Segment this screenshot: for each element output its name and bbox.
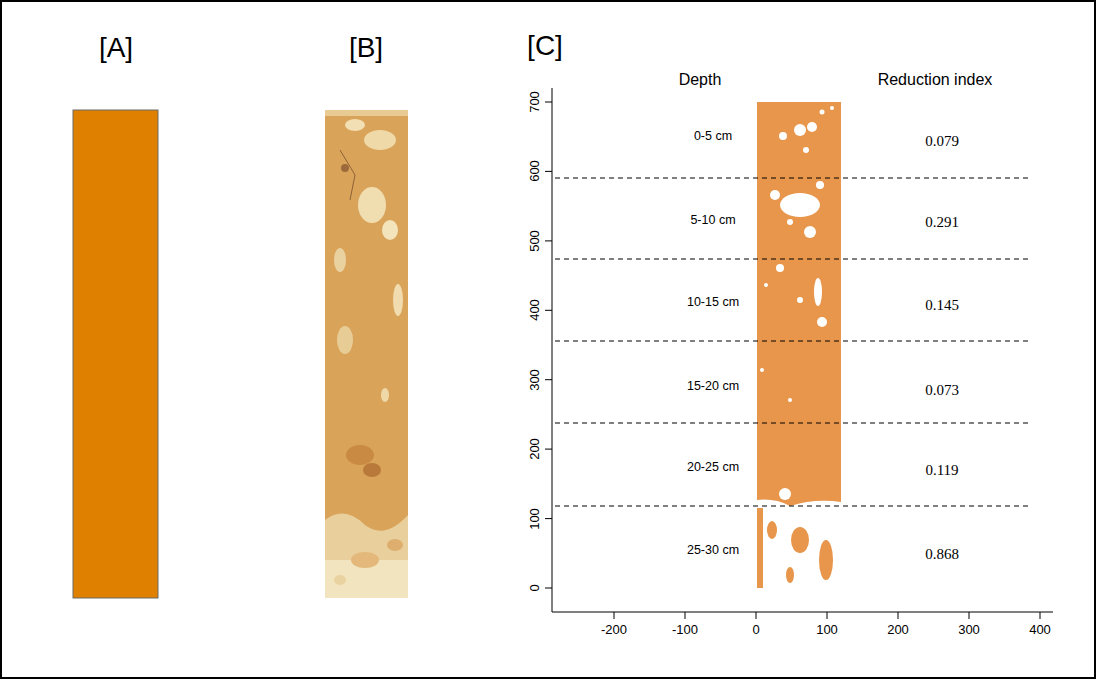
index-value: 0.868: [925, 546, 959, 563]
axis-tick: 200: [887, 623, 909, 637]
index-value: 0.079: [925, 133, 959, 150]
axis-tick: 300: [528, 369, 542, 391]
axis-tick: 400: [1029, 623, 1051, 637]
index-value: 0.291: [925, 214, 959, 231]
depth-divider: [555, 178, 1030, 506]
axis-tick: 100: [528, 508, 542, 530]
depth-label: 0-5 cm: [694, 130, 732, 144]
index-value: 0.073: [925, 382, 959, 399]
axis-tick: 300: [958, 623, 980, 637]
panel-letter: [C]: [527, 31, 563, 62]
column-header: Depth: [679, 71, 722, 89]
axis-tick: 600: [528, 161, 542, 183]
depth-label: 10-15 cm: [687, 296, 739, 310]
colour-bar: [73, 110, 158, 598]
axis-tick: 500: [528, 230, 542, 252]
depth-label: 25-30 cm: [687, 544, 739, 558]
axis-tick: 400: [528, 299, 542, 321]
depth-label: 15-20 cm: [687, 380, 739, 394]
reduction-plot: [545, 88, 1053, 619]
axis-tick: 0: [528, 584, 542, 591]
depth-label: 5-10 cm: [690, 214, 735, 228]
soil-photo: [325, 110, 408, 598]
axis-tick: 700: [528, 91, 542, 113]
index-value: 0.119: [925, 462, 958, 479]
axis-tick: 100: [816, 623, 838, 637]
axis-tick: -200: [601, 623, 627, 637]
axis-tick: 200: [528, 438, 542, 460]
depth-label: 20-25 cm: [687, 461, 739, 475]
axis-tick: -100: [672, 623, 698, 637]
axes: [545, 88, 1053, 619]
axis-tick: 0: [752, 623, 759, 637]
column-header: Reduction index: [878, 71, 993, 89]
panel-letter: [A]: [99, 33, 133, 64]
panel-letter: [B]: [349, 33, 383, 64]
index-value: 0.145: [925, 297, 959, 314]
